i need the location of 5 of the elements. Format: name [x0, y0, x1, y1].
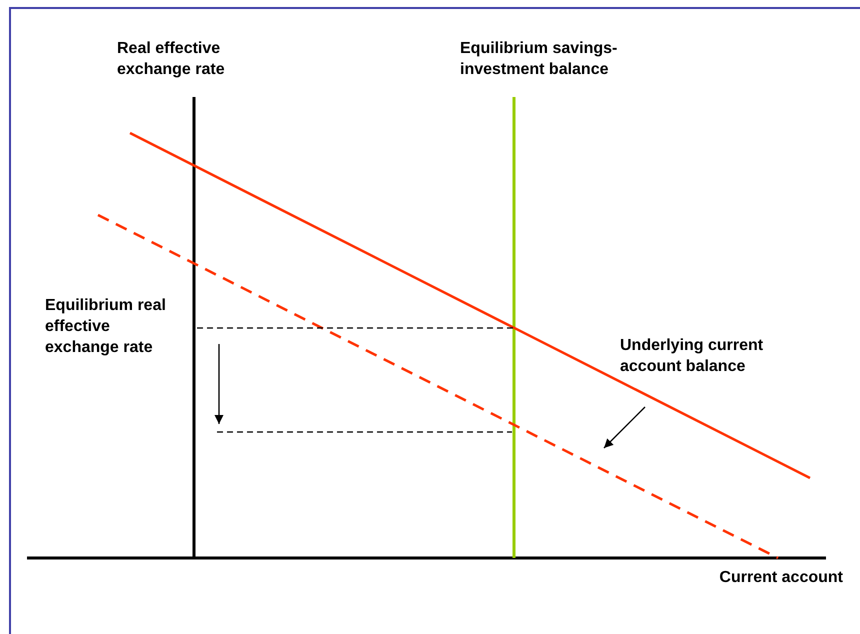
axis-title: Real effective exchange rate [117, 39, 226, 80]
curve-label: Underlying current account balance [620, 336, 764, 377]
axis-label: Equilibrium real effective exchange rate [45, 296, 167, 358]
axis-title: Current account [718, 568, 843, 588]
line-label: Equilibrium savings- investment balance [460, 39, 618, 80]
